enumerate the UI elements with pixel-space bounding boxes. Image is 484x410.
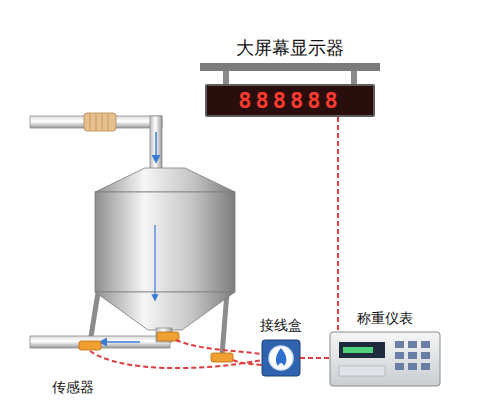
cable <box>233 360 262 365</box>
load-cell <box>157 332 179 341</box>
tank-cone <box>95 292 235 330</box>
instrument-strip <box>339 366 385 376</box>
instrument-screen <box>339 342 385 358</box>
instrument-keypad <box>395 341 430 370</box>
sensor-cables <box>90 340 262 368</box>
tank <box>90 168 235 355</box>
node-heading: 称重仪表 <box>357 310 413 328</box>
node-heading: 大屏幕显示器 <box>236 36 344 60</box>
junction-dial <box>269 346 293 370</box>
junction-housing <box>262 340 300 376</box>
load-cells <box>79 332 233 362</box>
part-label: 传感器 <box>52 379 94 397</box>
load-cell <box>211 353 233 362</box>
flex-joint <box>84 113 116 131</box>
display-mount <box>200 63 380 85</box>
pipe <box>150 116 162 172</box>
display-digits: 888888 <box>238 88 341 113</box>
tank-body <box>95 192 235 292</box>
display-panel: 大屏幕显示器888888 <box>205 84 375 117</box>
flow-arrow <box>100 341 140 343</box>
signal-cable <box>300 357 330 359</box>
instrument-art <box>330 332 440 386</box>
load-cell <box>79 341 101 350</box>
inlet-pipe <box>30 113 162 172</box>
instrument-body <box>330 332 440 386</box>
tank-roof <box>95 168 235 192</box>
junction-logo <box>276 348 287 366</box>
mount-post <box>223 71 229 85</box>
flow-arrow <box>154 225 155 300</box>
instrument-readout <box>343 347 373 353</box>
signal-cable <box>337 117 339 332</box>
mount-bar <box>200 63 380 71</box>
weighing-instrument: 称重仪表 <box>330 332 440 386</box>
cable <box>90 351 262 368</box>
flow-arrow <box>155 132 157 162</box>
node-heading: 接线盒 <box>260 317 302 335</box>
junction-box-art <box>262 340 300 376</box>
mount-post <box>351 71 357 85</box>
flex-ribs <box>90 113 108 131</box>
junction-box: 接线盒 <box>262 340 300 376</box>
cable <box>176 340 262 354</box>
